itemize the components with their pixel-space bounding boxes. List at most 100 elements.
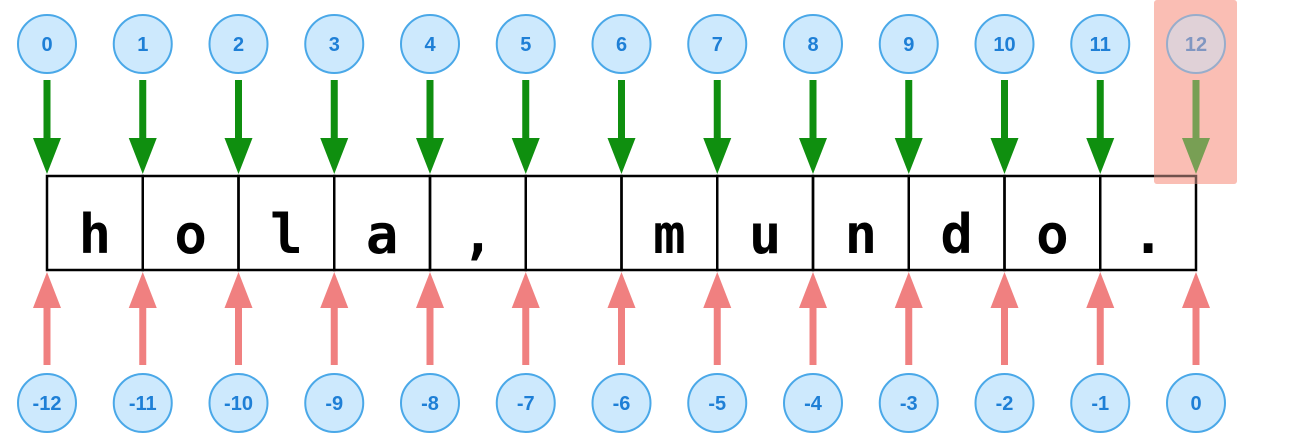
negative-index: -1 xyxy=(1070,373,1131,433)
negative-index: -8 xyxy=(400,373,460,433)
index-circle xyxy=(878,373,939,433)
negative-index: -4 xyxy=(783,373,843,433)
index-circle xyxy=(400,373,460,433)
index-label: 10 xyxy=(993,34,1015,56)
negative-index: -12 xyxy=(17,373,77,433)
index-circle xyxy=(495,14,556,74)
up-arrow xyxy=(416,272,444,365)
down-arrow xyxy=(1086,80,1115,174)
index-label: -12 xyxy=(33,393,62,415)
up-arrow xyxy=(990,272,1019,365)
negative-index: -5 xyxy=(687,373,748,433)
index-label: -4 xyxy=(804,393,823,415)
positive-index: 3 xyxy=(304,14,365,74)
index-label: -11 xyxy=(129,393,157,415)
down-arrow xyxy=(607,80,636,174)
index-label: 3 xyxy=(329,34,340,56)
negative-index: -3 xyxy=(878,373,939,433)
char-cell xyxy=(524,174,623,272)
down-arrow xyxy=(128,80,157,174)
index-circle xyxy=(208,14,269,74)
up-arrow xyxy=(128,272,157,365)
positive-index: 7 xyxy=(687,14,748,74)
down-arrow xyxy=(416,80,444,174)
index-circle xyxy=(208,373,269,433)
index-label: -2 xyxy=(996,393,1014,415)
char-label: o xyxy=(174,203,207,266)
down-arrow xyxy=(894,80,923,174)
index-label: -3 xyxy=(900,393,918,415)
up-arrow xyxy=(607,272,636,365)
char-cell xyxy=(1099,174,1198,272)
highlight-overlay xyxy=(1154,0,1237,184)
index-label: 9 xyxy=(903,34,914,56)
up-arrow xyxy=(320,272,349,365)
index-circle xyxy=(1070,373,1131,433)
up-arrow xyxy=(33,272,61,365)
positive-index: 11 xyxy=(1070,14,1131,74)
negative-index: -11 xyxy=(112,373,173,433)
index-label: -1 xyxy=(1091,393,1109,415)
index-label: -5 xyxy=(708,393,726,415)
down-arrow xyxy=(799,80,827,174)
index-circle xyxy=(1166,373,1226,433)
char-label: d xyxy=(940,203,973,266)
positive-index: 12 xyxy=(1166,14,1226,74)
index-circle xyxy=(687,373,748,433)
char-label: m xyxy=(653,203,686,266)
index-label: 11 xyxy=(1090,34,1111,56)
down-arrow xyxy=(990,80,1019,174)
index-label: -10 xyxy=(224,393,253,415)
index-circle xyxy=(1166,14,1226,74)
index-circle xyxy=(974,373,1035,433)
positive-index: 4 xyxy=(400,14,460,74)
index-circle xyxy=(974,14,1035,74)
char-label: o xyxy=(1036,203,1069,266)
index-label: -9 xyxy=(325,393,343,415)
down-arrow xyxy=(320,80,349,174)
index-label: 8 xyxy=(807,34,818,56)
down-arrow xyxy=(511,80,540,174)
char-label: l xyxy=(270,203,303,266)
index-label: -6 xyxy=(613,393,631,415)
negative-index: -7 xyxy=(495,373,556,433)
down-arrow xyxy=(33,80,61,174)
index-label: 6 xyxy=(616,34,627,56)
index-label: 7 xyxy=(712,34,723,56)
index-circle xyxy=(400,14,460,74)
index-label: 0 xyxy=(1190,393,1201,415)
index-label: 12 xyxy=(1185,34,1207,56)
positive-index: 9 xyxy=(878,14,939,74)
index-circle xyxy=(17,14,77,74)
char-label: u xyxy=(749,203,782,266)
index-label: -7 xyxy=(517,393,535,415)
char-label: a xyxy=(366,203,399,266)
index-label: -8 xyxy=(421,393,439,415)
down-arrow xyxy=(703,80,732,174)
positive-index: 1 xyxy=(112,14,173,74)
index-circle xyxy=(783,14,843,74)
up-arrow xyxy=(224,272,253,365)
positive-index: 2 xyxy=(208,14,269,74)
negative-index: 0 xyxy=(1166,373,1226,433)
index-circle xyxy=(495,373,556,433)
negative-index: -10 xyxy=(208,373,269,433)
up-arrow xyxy=(894,272,923,365)
positive-index: 0 xyxy=(17,14,77,74)
down-arrow xyxy=(224,80,253,174)
index-circle xyxy=(591,14,652,74)
index-label: 2 xyxy=(233,34,244,56)
negative-index-arrows xyxy=(33,272,1210,365)
positive-index-arrows xyxy=(33,80,1210,174)
index-label: 5 xyxy=(520,34,531,56)
char-label: h xyxy=(79,203,112,266)
positive-index: 5 xyxy=(495,14,556,74)
index-circle xyxy=(878,14,939,74)
index-circle xyxy=(687,14,748,74)
index-circle xyxy=(304,14,365,74)
index-label: 1 xyxy=(137,34,148,56)
